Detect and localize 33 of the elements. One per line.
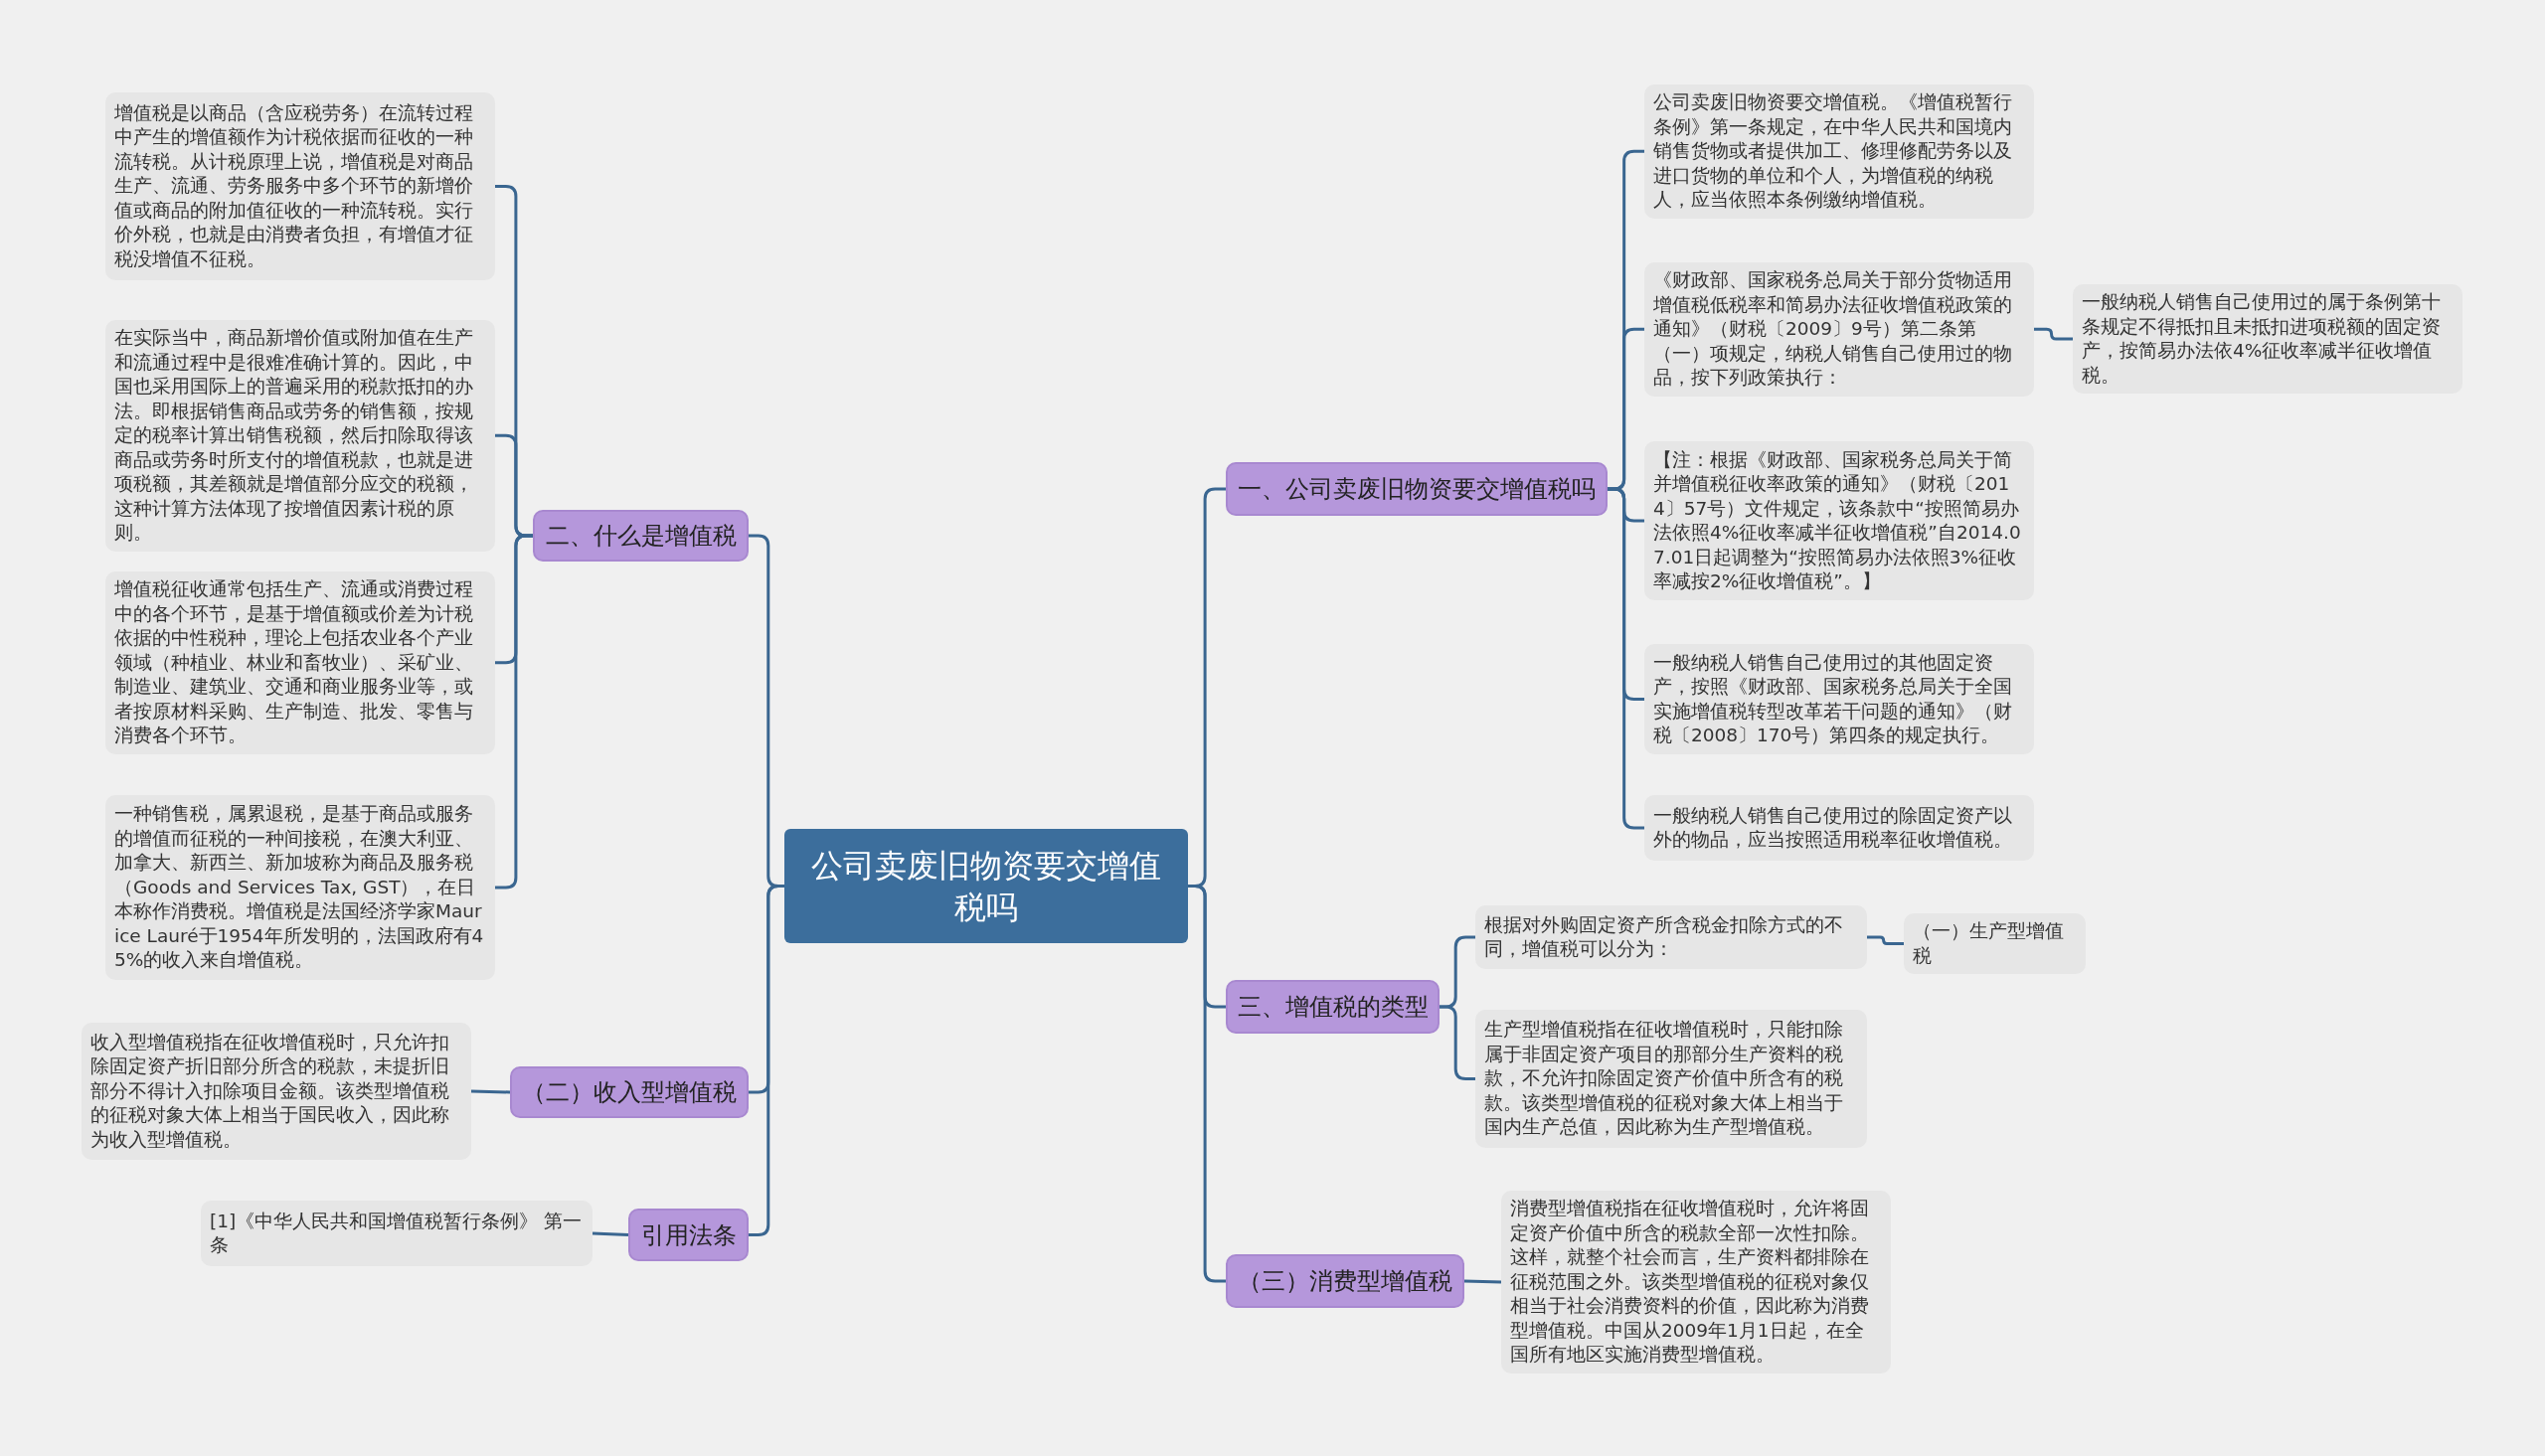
- note-box: 增值税是以商品（含应税劳务）在流转过程中产生的增值额作为计税依据而征收的一种流转税。从计税原理上说，增值税是对商品生产、流通、劳务服务中多个环节的新增价值或商品的附加值征收的一种流转税。实行价外税，也就是由消费者负担，有增值才征税没增值不征税。: [105, 92, 495, 280]
- topic-box: 三、增值税的类型: [1226, 980, 1440, 1034]
- connector: [592, 1231, 629, 1236]
- note-box: 增值税征收通常包括生产、流通或消费过程中的各个环节，是基于增值额或价差为计税依据的中性税种，理论上包括农业各个产业领域（种植业、林业和畜牧业）、采矿业、制造业、建筑业、交通和商业服务业等，或者按原材料采购、生产制造、批发、零售与消费各个环节。: [105, 571, 495, 754]
- note-box: 一般纳税人销售自己使用过的除固定资产以外的物品，应当按照适用税率征收增值税。: [1644, 795, 2034, 861]
- note-box: 在实际当中，商品新增价值或附加值在生产和流通过程中是很难准确计算的。因此，中国也采用国际上的普遍采用的税款抵扣的办法。即根据销售商品或劳务的销售额，按规定的税率计算出销售税额，然后扣除取得该商品或劳务时所支付的增值税款，也就是进项税额，其差额就是增值部分应交的税额，这种计算方法体现了按增值因素计税的原则。: [105, 320, 495, 552]
- topic-box: 一、公司卖废旧物资要交增值税吗: [1226, 462, 1608, 516]
- topic-box: （二）收入型增值税: [510, 1066, 749, 1118]
- note-box: 一般纳税人销售自己使用过的其他固定资产，按照《财政部、国家税务总局关于全国实施增值税转型改革若干问题的通知》（财税〔2008〕170号）第四条的规定执行。: [1644, 644, 2034, 754]
- note-box: 《财政部、国家税务总局关于部分货物适用增值税低税率和简易办法征收增值税政策的通知》（财税〔2009〕9号）第二条第（一）项规定，纳税人销售自己使用过的物品，按下列政策执行：: [1644, 262, 2034, 397]
- topic-box: （三）消费型增值税: [1226, 1254, 1464, 1308]
- central-topic: 公司卖废旧物资要交增值税吗: [784, 829, 1188, 943]
- note-box: 根据对外购固定资产所含税金扣除方式的不同，增值税可以分为：: [1475, 905, 1867, 969]
- topic-box: 二、什么是增值税: [533, 510, 749, 562]
- connector: [470, 1089, 511, 1094]
- note-box: 消费型增值税指在征收增值税时，允许将固定资产价值中所含的税款全部一次性扣除。这样，就整个社会而言，生产资料都排除在征税范围之外。该类型增值税的征税对象仅相当于社会消费资料的价值，因此称为消费型增值税。中国从2009年1月1日起，在全国所有地区实施消费型增值税。: [1501, 1191, 1891, 1374]
- note-box: 收入型增值税指在征收增值税时，只允许扣除固定资产折旧部分所含的税款，未提折旧部分不得计入扣除项目金额。该类型增值税的征税对象大体上相当于国民收入，因此称为收入型增值税。: [82, 1023, 471, 1160]
- connector: [749, 885, 784, 1236]
- note-box: （一）生产型增值税: [1904, 913, 2086, 974]
- connector: [1188, 885, 1226, 1283]
- topic-box: 引用法条: [628, 1209, 749, 1261]
- note-box: 一种销售税，属累退税，是基于商品或服务的增值而征税的一种间接税，在澳大利亚、加拿大、新西兰、新加坡称为商品及服务税（Goods and Services Tax, GST），在日本称作消费税。增值税是法国经济学家Maurice Lauré于1954年所发明的，法国政府有45%的收入来自增值税。: [105, 795, 495, 980]
- connector: [1440, 1005, 1475, 1080]
- connector: [495, 534, 533, 890]
- note-box: [1]《中华人民共和国增值税暂行条例》 第一条: [201, 1201, 593, 1266]
- connector: [1608, 487, 1644, 830]
- connector: [1867, 935, 1904, 945]
- note-box: 一般纳税人销售自己使用过的属于条例第十条规定不得抵扣且未抵扣进项税额的固定资产，按简易办法依4%征收率减半征收增值税。: [2073, 284, 2462, 394]
- note-box: 【注：根据《财政部、国家税务总局关于简并增值税征收率政策的通知》（财税〔2014〕57号）文件规定，该条款中“按照简易办法依照4%征收率减半征收增值税”自2014.07.01日起调整为“按照简易办法依照3%征收率减按2%征收增值税”。】: [1644, 441, 2034, 600]
- connector: [1463, 1279, 1502, 1284]
- note-box: 公司卖废旧物资要交增值税。《增值税暂行条例》第一条规定，在中华人民共和国境内销售货物或者提供加工、修理修配劳务以及进口货物的单位和个人，为增值税的纳税人，应当依照本条例缴纳增值税。: [1644, 84, 2034, 219]
- connector: [2034, 327, 2073, 341]
- note-box: 生产型增值税指在征收增值税时，只能扣除属于非固定资产项目的那部分生产资料的税款，不允许扣除固定资产价值中所含有的税款。该类型增值税的征税对象大体上相当于国内生产总值，因此称为生产型增值税。: [1475, 1010, 1867, 1148]
